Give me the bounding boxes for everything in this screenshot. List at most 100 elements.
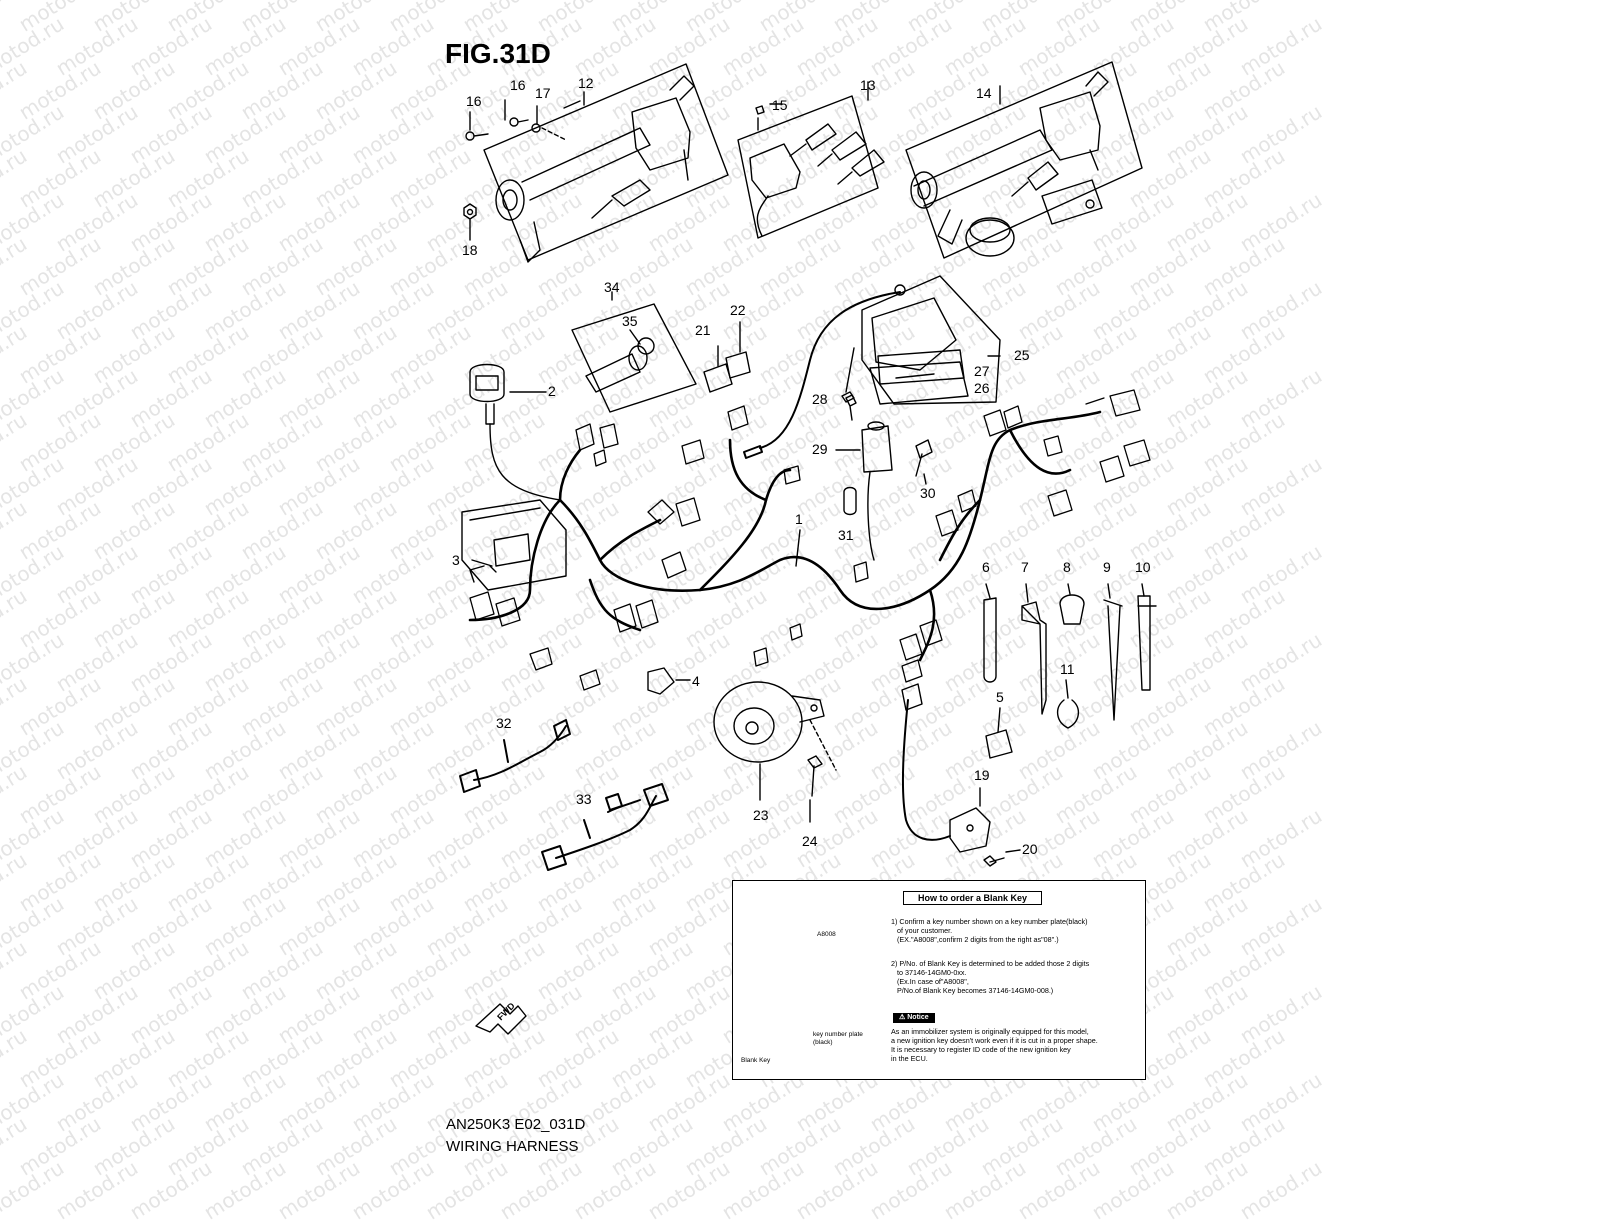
screw-28 (845, 394, 857, 421)
clamps-group (983, 583, 1157, 759)
harness-connectors (469, 389, 1151, 691)
lock-set-14-box (905, 61, 1143, 259)
callout-26: 26 (974, 380, 990, 396)
key-number-code: A8008 (817, 931, 836, 938)
notice-label: Notice (907, 1014, 929, 1021)
callout-1: 1 (795, 511, 803, 527)
grommet-31 (843, 486, 857, 516)
callout-20: 20 (1022, 841, 1038, 857)
callout-19: 19 (974, 767, 990, 783)
callout-4: 4 (692, 673, 700, 689)
fwd-arrow: FWD (475, 1000, 527, 1035)
callout-18: 18 (462, 242, 478, 258)
switch-19 (949, 807, 991, 853)
callout-14: 14 (976, 85, 992, 101)
callout-11: 11 (1060, 661, 1075, 677)
callout-8: 8 (1063, 559, 1071, 575)
blank-key-label: Blank Key (741, 1057, 771, 1064)
figure-title: FIG.31D (445, 38, 551, 69)
horn (713, 681, 803, 763)
callout-9: 9 (1103, 559, 1111, 575)
callout-34: 34 (604, 279, 620, 295)
callout-32: 32 (496, 715, 512, 731)
callout-35: 35 (622, 313, 638, 329)
callout-13: 13 (860, 77, 876, 93)
callout-2: 2 (548, 383, 556, 399)
figure-name: WIRING HARNESS (446, 1138, 579, 1155)
blank-key-step-1: 1) Confirm a key number shown on a key n… (891, 917, 1088, 944)
horn-23-group (713, 681, 837, 823)
key-number-plate: A8008 (811, 889, 861, 953)
lock-set-12-group (463, 63, 729, 263)
ignition-switch (495, 179, 525, 221)
callout-27: 27 (974, 363, 990, 379)
clamp-6 (983, 597, 997, 683)
screw-20 (983, 855, 1005, 867)
unit-25-box (861, 275, 1001, 405)
callout-5: 5 (996, 689, 1004, 705)
clamp-7 (1021, 601, 1047, 715)
callout-7: 7 (1021, 559, 1029, 575)
bolt-30 (915, 439, 933, 477)
harness-32-group (459, 719, 571, 793)
harness-33-group (541, 783, 669, 871)
callout-17: 17 (535, 85, 551, 101)
tie-9 (1103, 599, 1123, 721)
tie-10 (1137, 595, 1157, 691)
ecu-group (461, 499, 567, 591)
relays-group (703, 321, 751, 393)
callout-3: 3 (452, 552, 460, 568)
key-set-13-box (737, 95, 879, 239)
notice-badge: ⚠ Notice (893, 1013, 935, 1023)
key-12 (591, 179, 651, 219)
relay-21 (703, 363, 733, 393)
main-harness-1 (468, 410, 1102, 662)
callout-23: 23 (753, 807, 769, 823)
callout-12: 12 (578, 75, 594, 91)
callout-28: 28 (812, 391, 828, 407)
callout-16a: 16 (510, 77, 526, 93)
socket-body (585, 353, 641, 393)
callout-24: 24 (802, 833, 818, 849)
socket-34-group (571, 291, 697, 413)
callout-31: 31 (838, 527, 854, 543)
seat-lock-14 (1039, 91, 1101, 161)
callout-25: 25 (1014, 347, 1030, 363)
rubber-case (869, 361, 969, 405)
bolt-24 (807, 755, 823, 797)
callout-30: 30 (920, 485, 936, 501)
sensor-29-group (835, 421, 933, 561)
side-stand-switch (861, 425, 893, 473)
blank-key-step-2: 2) P/No. of Blank Key is determined to b… (891, 959, 1090, 995)
callout-6: 6 (982, 559, 990, 575)
seat-lock (631, 97, 691, 171)
socket-34-box (571, 303, 697, 413)
fuel-cap (965, 219, 1015, 257)
key-set-13-group (737, 81, 885, 239)
antenna-ring (469, 363, 505, 403)
callout-16b: 16 (466, 93, 482, 109)
callout-29: 29 (812, 441, 828, 457)
callout-21: 21 (695, 322, 711, 338)
key-plate-label: key number plate (black) (813, 1031, 863, 1046)
switch-19-group (901, 683, 1021, 867)
warning-icon: ⚠ (899, 1014, 906, 1021)
sensor-lead (743, 291, 901, 459)
notice-text: As an immobilizer system is originally e… (891, 1027, 1098, 1063)
fuse-4 (647, 667, 675, 695)
clamp-5 (985, 729, 1013, 759)
blank-key-info-box: A8008 How to order a Blank Key 1) Confir… (732, 880, 1146, 1080)
lock-set-14-group (905, 61, 1143, 259)
clamp-8 (1059, 594, 1085, 625)
model-code: AN250K3 E02_031D (446, 1116, 586, 1133)
control-unit (871, 297, 957, 371)
callout-10: 10 (1135, 559, 1151, 575)
clip-11 (1057, 699, 1079, 729)
ecu-block (461, 499, 567, 591)
lock-set-12-box (483, 63, 729, 261)
key-13-reader (749, 143, 801, 199)
blank-key-heading: How to order a Blank Key (903, 891, 1043, 905)
callout-22: 22 (730, 302, 746, 318)
callout-33: 33 (576, 791, 592, 807)
